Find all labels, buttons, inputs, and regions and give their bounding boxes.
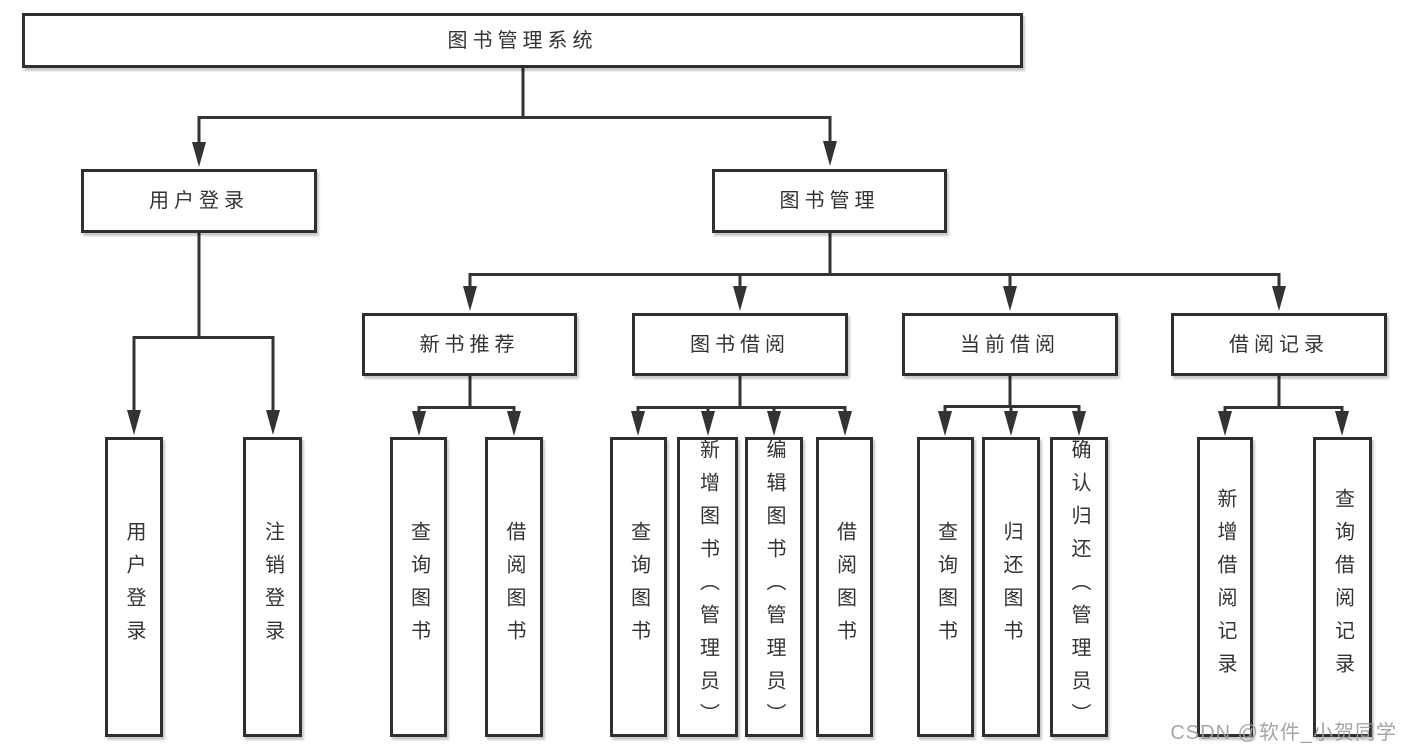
node-label: 图书管理 [779,190,880,212]
leaf-add-borrow-record: 新增借阅记录 [1197,437,1253,737]
leaf-return-books: 归还图书 [982,437,1040,737]
node-label: 图书借阅 [690,333,790,356]
node-label: 用户登录 [149,190,249,212]
arrow-down-icon [838,411,852,436]
arrow-down-icon [266,410,280,435]
leaf-add-books-admin: 新增图书（管理员） [677,437,738,737]
node-label: 图书管理系统 [447,29,598,52]
node-book-management: 图书管理 [712,169,947,233]
node-label: 确认归还（管理员） [1068,438,1090,736]
leaf-query-books-recommend: 查询图书 [390,437,447,737]
node-label: 注销登录 [261,521,284,653]
node-label: 查询借阅记录 [1331,488,1354,686]
leaf-confirm-return-admin: 确认归还（管理员） [1050,437,1108,737]
node-book-borrow: 图书借阅 [632,313,848,376]
leaf-borrow-books-recommend: 借阅图书 [485,437,543,737]
arrow-down-icon [701,411,715,436]
node-label: 借阅图书 [833,521,856,653]
csdn-watermark: CSDN @软件_小贺同学 [1170,722,1397,744]
node-label: 借阅记录 [1229,333,1329,356]
node-user-login: 用户登录 [81,169,317,233]
arrow-down-icon [507,411,521,436]
leaf-borrow-books: 借阅图书 [816,437,873,737]
leaf-query-borrow-record: 查询借阅记录 [1313,437,1372,737]
arrow-down-icon [127,410,141,435]
leaf-query-books-borrow: 查询图书 [610,437,667,737]
arrow-down-icon [631,411,645,436]
arrow-down-icon [192,142,206,167]
node-new-book-recommend: 新书推荐 [362,313,577,376]
arrow-down-icon [823,141,837,166]
node-label: 新增借阅记录 [1214,488,1236,686]
leaf-edit-books-admin: 编辑图书（管理员） [745,437,803,737]
arrow-down-icon [733,286,747,311]
node-label: 编辑图书（管理员） [763,438,785,736]
leaf-user-login: 用户登录 [105,437,163,737]
arrow-down-icon [463,286,477,311]
arrow-down-icon [1272,286,1286,311]
node-label: 归还图书 [1000,521,1022,653]
node-label: 用户登录 [123,521,145,653]
node-label: 当前借阅 [960,333,1060,356]
arrow-down-icon [412,411,426,436]
leaf-query-books-current: 查询图书 [917,437,974,737]
node-label: 查询图书 [407,521,430,653]
node-current-borrow: 当前借阅 [902,313,1118,376]
node-label: 新书推荐 [419,333,520,356]
arrow-down-icon [1218,411,1232,436]
node-label: 查询图书 [934,521,957,653]
arrow-down-icon [767,411,781,436]
node-label: 查询图书 [627,521,650,653]
node-borrow-records: 借阅记录 [1171,313,1387,376]
arrow-down-icon [938,411,952,436]
arrow-down-icon [1004,411,1018,436]
leaf-logout-login: 注销登录 [243,437,302,737]
node-label: 新增图书（管理员） [696,438,719,736]
node-system-root: 图书管理系统 [22,13,1023,68]
arrow-down-icon [1003,286,1017,311]
arrow-down-icon [1335,411,1349,436]
arrow-down-icon [1072,411,1086,436]
node-label: 借阅图书 [503,521,525,653]
